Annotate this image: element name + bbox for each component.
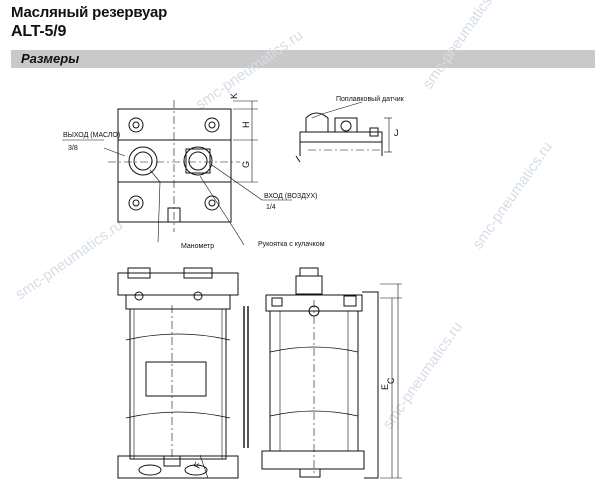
inlet-port bbox=[183, 146, 213, 176]
gauge-label: Манометр bbox=[181, 243, 214, 250]
dim-c: C bbox=[386, 377, 396, 384]
watermark-3: smc-pneumatics.ru bbox=[469, 139, 556, 253]
side-view bbox=[243, 267, 402, 479]
corner-bolt bbox=[128, 117, 144, 133]
front-view bbox=[117, 267, 239, 479]
dim-e: E bbox=[380, 384, 390, 390]
outlet-label: ВЫХОД (МАСЛО) bbox=[63, 132, 120, 139]
dim-j: J bbox=[394, 128, 399, 138]
section-label: Размеры bbox=[21, 51, 80, 66]
inlet-thread: 1/4 bbox=[266, 204, 276, 211]
product-title: Масляный резервуар bbox=[11, 4, 168, 21]
dim-k: K bbox=[229, 93, 239, 99]
corner-bolt bbox=[204, 117, 220, 133]
float-sensor-label: Поплавковый датчик bbox=[336, 95, 405, 103]
product-model: ALT-5/9 bbox=[11, 23, 67, 40]
watermark-4: smc-pneumatics.ru bbox=[13, 217, 127, 304]
outlet-thread: 3/8 bbox=[68, 145, 78, 152]
watermark-1: smc-pneumatics.ru bbox=[193, 27, 307, 114]
handle-label: Рукоятка с кулачком bbox=[258, 241, 325, 248]
corner-bolt bbox=[128, 195, 144, 211]
section-header: Размеры bbox=[11, 50, 595, 68]
corner-bolt bbox=[204, 195, 220, 211]
watermark-2: smc-pneumatics.ru bbox=[419, 0, 506, 92]
top-view bbox=[62, 100, 292, 246]
dim-g: G bbox=[241, 161, 251, 168]
watermark-5: smc-pneumatics.ru bbox=[379, 319, 466, 433]
gauge-circle bbox=[128, 146, 158, 176]
inlet-label: ВХОД (ВОЗДУХ) bbox=[264, 193, 317, 200]
float-sensor-view bbox=[295, 101, 392, 163]
dim-h: H bbox=[241, 122, 251, 129]
watermark-group: smc-pneumatics.ru smc-pneumatics.ru smc-… bbox=[13, 0, 556, 432]
dim-f: F bbox=[192, 460, 204, 470]
